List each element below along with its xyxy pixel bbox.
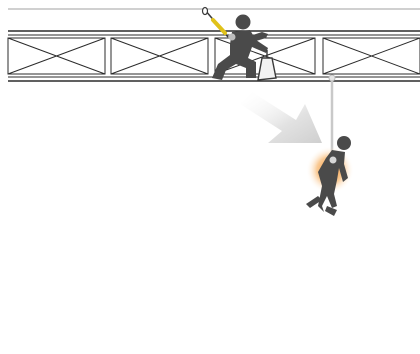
rope-anchor (328, 74, 336, 82)
rescue-descender-icon (257, 57, 277, 81)
worker-kneeling-icon (212, 14, 268, 80)
lanyard (201, 6, 229, 38)
lowering-direction-arrow-icon (240, 92, 322, 143)
suspended-worker-icon (306, 136, 351, 216)
